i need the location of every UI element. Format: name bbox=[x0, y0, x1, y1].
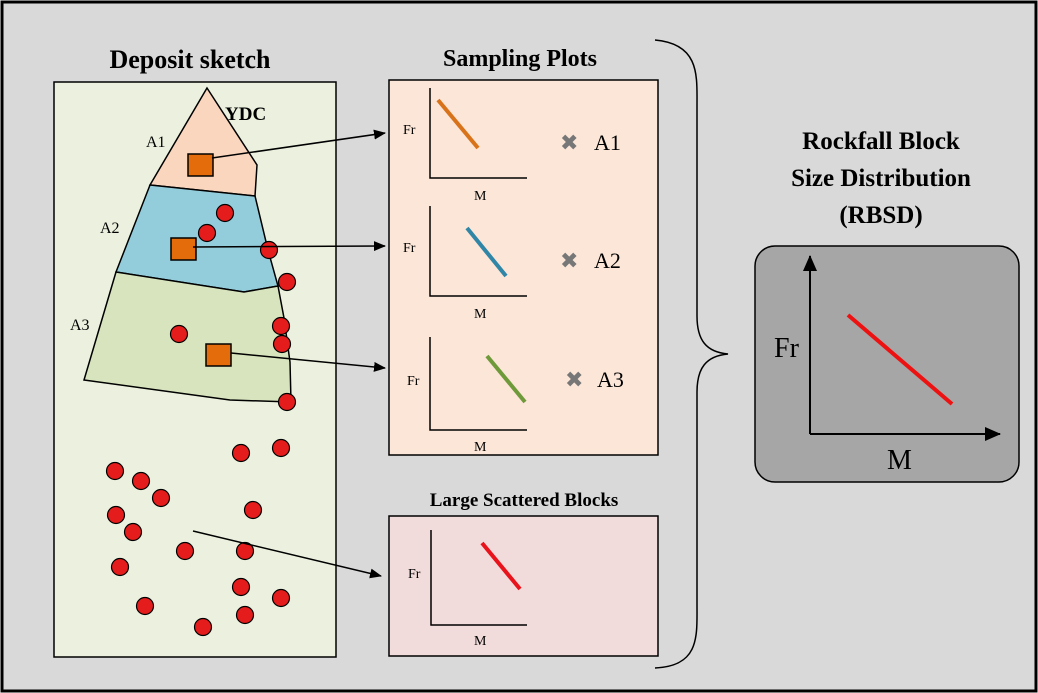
arrow-a1 bbox=[211, 129, 386, 159]
sample-block-a3 bbox=[205, 343, 232, 367]
sampling-plot-a2: Fr M ✖ A2 bbox=[403, 206, 621, 322]
scattered-axes bbox=[430, 530, 527, 626]
boulder bbox=[231, 577, 251, 597]
boulder bbox=[215, 203, 235, 223]
plot-y-label: Fr bbox=[403, 241, 416, 256]
boulder bbox=[110, 557, 130, 577]
boulder bbox=[135, 596, 155, 616]
arrow-a2 bbox=[192, 241, 386, 252]
zone-label-a3: A3 bbox=[70, 317, 90, 334]
plot-y-label: Fr bbox=[407, 374, 420, 389]
boulder bbox=[123, 522, 143, 542]
plot-line-a2 bbox=[465, 226, 508, 278]
sample-block-a2 bbox=[170, 237, 197, 261]
x-marker-icon: ✖ bbox=[560, 130, 578, 155]
sampling-panel bbox=[388, 79, 659, 456]
x-marker-icon: ✖ bbox=[565, 367, 583, 392]
sampling-plot-a3: Fr M ✖ A3 bbox=[407, 337, 624, 455]
plot-line-a3 bbox=[485, 354, 527, 404]
curly-brace bbox=[654, 39, 729, 669]
rbsd-title-line1: Rockfall Block bbox=[802, 128, 960, 155]
boulder bbox=[105, 461, 125, 481]
boulder bbox=[231, 443, 251, 463]
arrow-scattered bbox=[192, 530, 382, 579]
zone-label-a2: A2 bbox=[100, 220, 120, 237]
scattered-panel bbox=[388, 515, 659, 657]
arrow-a3 bbox=[230, 352, 386, 372]
boulder bbox=[272, 334, 292, 354]
plot-label-a3: A3 bbox=[597, 367, 624, 392]
rbsd-panel bbox=[754, 245, 1020, 483]
scattered-line bbox=[480, 541, 522, 591]
boulder bbox=[169, 324, 189, 344]
boulder bbox=[243, 500, 263, 520]
scattered-title: Large Scattered Blocks bbox=[430, 490, 619, 511]
boulder bbox=[197, 223, 217, 243]
rbsd-x-label: M bbox=[887, 445, 912, 476]
rbsd-title-line2: Size Distribution bbox=[791, 165, 971, 192]
deposit-title: Deposit sketch bbox=[109, 45, 271, 74]
plot-x-label: M bbox=[474, 189, 487, 204]
plot-label-a1: A1 bbox=[594, 130, 621, 155]
plot-y-label: Fr bbox=[403, 123, 416, 138]
plot-axes bbox=[429, 206, 527, 297]
boulders bbox=[105, 203, 297, 637]
boulder bbox=[193, 617, 213, 637]
plot-x-label: M bbox=[474, 440, 487, 455]
boulder bbox=[235, 605, 255, 625]
boulder bbox=[277, 272, 297, 292]
sampling-title: Sampling Plots bbox=[443, 46, 597, 72]
rbsd-line bbox=[846, 313, 954, 406]
plot-line-a1 bbox=[436, 98, 480, 150]
ydc-label: YDC bbox=[225, 104, 266, 125]
boulder bbox=[151, 488, 171, 508]
rbsd-y-label: Fr bbox=[774, 333, 800, 364]
boulder bbox=[271, 316, 291, 336]
x-marker-icon: ✖ bbox=[560, 248, 578, 273]
scattered-y-label: Fr bbox=[408, 567, 421, 582]
plot-axes bbox=[429, 88, 527, 179]
sample-block-a1 bbox=[187, 153, 214, 177]
scattered-x-label: M bbox=[474, 634, 487, 649]
sampling-plot-a1: Fr M ✖ A1 bbox=[403, 88, 621, 204]
boulder bbox=[271, 588, 291, 608]
rbsd-title-line3: (RBSD) bbox=[839, 202, 922, 229]
boulder bbox=[271, 438, 291, 458]
boulder bbox=[106, 505, 126, 525]
plot-axes bbox=[429, 337, 527, 431]
zone-label-a1: A1 bbox=[146, 134, 166, 151]
plot-label-a2: A2 bbox=[594, 248, 621, 273]
boulder bbox=[131, 471, 151, 491]
boulder bbox=[259, 240, 279, 260]
boulder bbox=[175, 541, 195, 561]
boulder bbox=[235, 541, 255, 561]
boulder bbox=[277, 392, 297, 412]
plot-x-label: M bbox=[474, 307, 487, 322]
